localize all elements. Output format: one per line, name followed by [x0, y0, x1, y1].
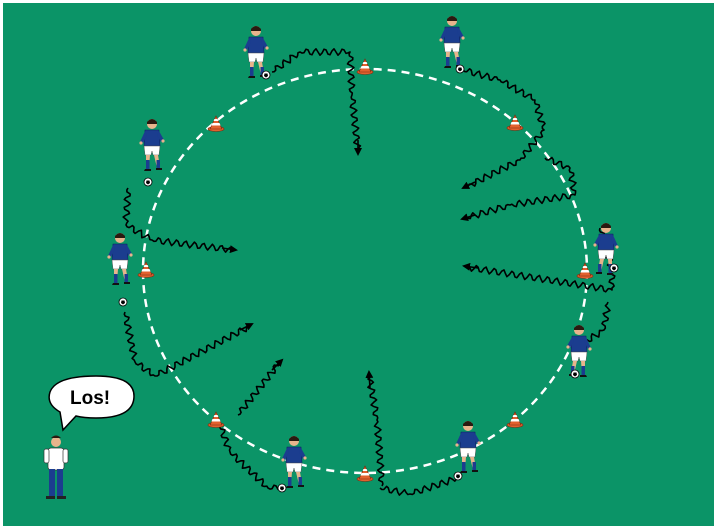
ball-icon	[571, 370, 579, 378]
coach-callout: Los!	[70, 388, 110, 409]
ball-icon	[456, 65, 464, 73]
ball-icon	[262, 71, 270, 79]
ball-icon	[610, 264, 618, 272]
ball-icon	[144, 178, 152, 186]
ball-icon	[278, 484, 286, 492]
ball-icon	[454, 472, 462, 480]
ball-icon	[119, 298, 127, 306]
arrow-head-icon	[369, 372, 370, 388]
